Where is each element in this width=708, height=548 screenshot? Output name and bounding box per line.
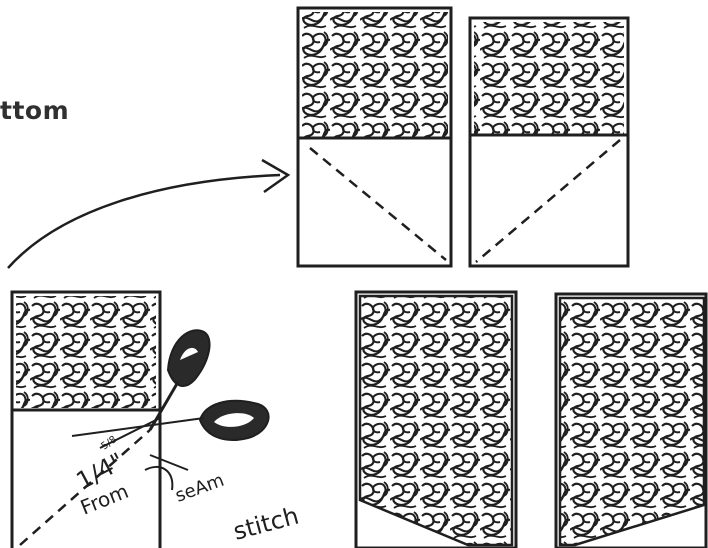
stitch-label: stitch <box>230 502 301 546</box>
annotation-group: 5/8 1/4" From seAm stitch <box>72 434 302 546</box>
trimmed-fill <box>560 298 704 545</box>
scribble-fill <box>16 296 156 408</box>
seam-label: seAm <box>173 470 227 507</box>
trimmed-fill <box>360 296 512 545</box>
dashed-diagonal <box>310 148 446 260</box>
scribble-fill <box>474 22 624 134</box>
dashed-diagonal <box>476 140 620 262</box>
bottom-middle-block <box>356 292 516 548</box>
curved-arrow <box>8 160 288 268</box>
top-left-block <box>298 8 451 266</box>
scribble-fill <box>302 12 448 137</box>
bottom-right-block <box>556 294 706 548</box>
top-right-block <box>470 18 628 266</box>
